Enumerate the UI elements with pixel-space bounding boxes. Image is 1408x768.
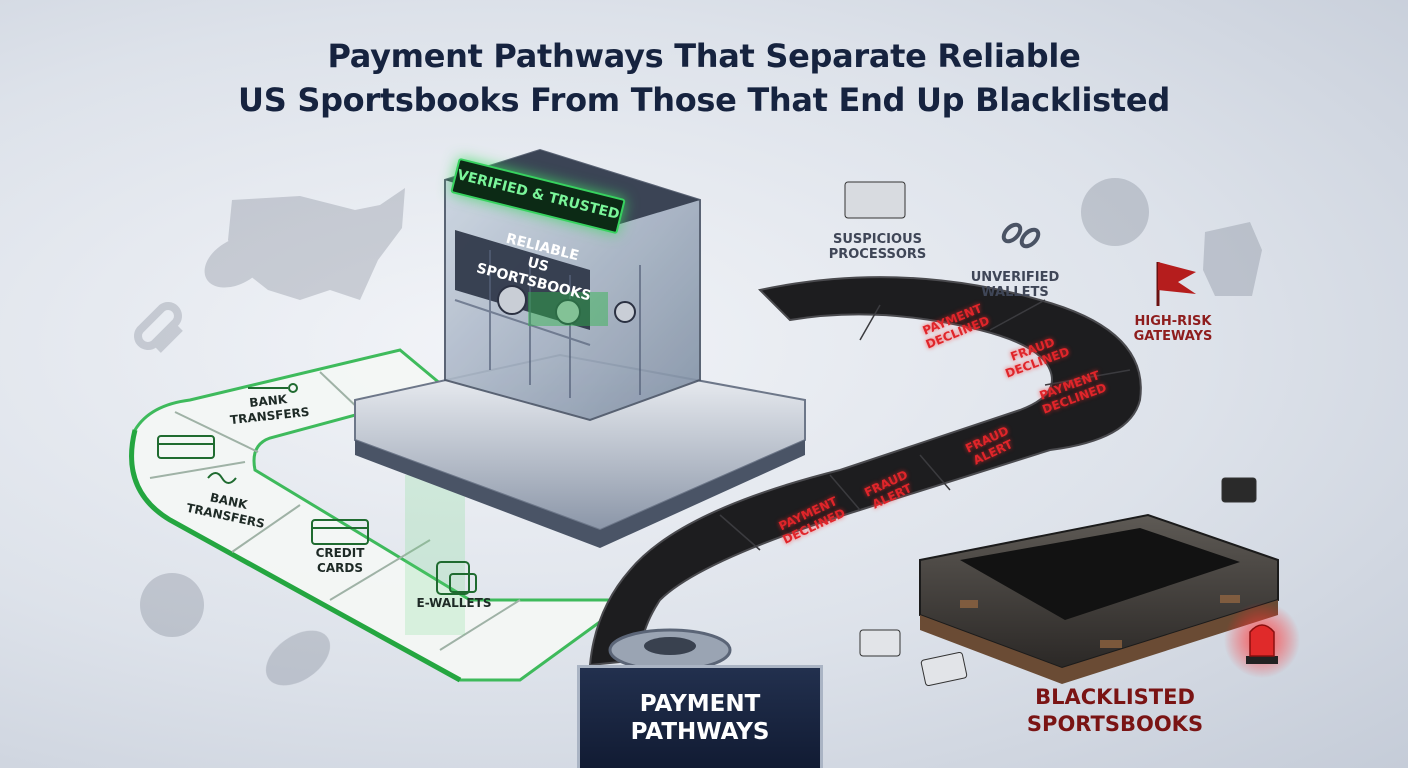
basketball-icon: [1081, 178, 1149, 246]
blacklist-pit: [859, 477, 1300, 687]
blacklisted-line-2: SPORTSBOOKS: [1026, 712, 1204, 736]
payment-pathways-label: PAYMENT PATHWAYS: [630, 691, 770, 745]
us-map-icon: [228, 188, 405, 300]
football-icon-2: [265, 630, 331, 686]
red-flag-icon: [1156, 262, 1196, 306]
broken-card-icon-2: [859, 477, 1257, 687]
path-tile-credit-cards: CREDIT CARDS: [315, 546, 365, 575]
high-risk-gateways-label: HIGH-RISK GATEWAYS: [1133, 314, 1213, 344]
e-wallet-icon: [436, 561, 477, 595]
siren-icon: [1246, 624, 1278, 664]
broken-chain-icon: [1001, 222, 1041, 249]
state-map-icon: [1203, 222, 1262, 296]
hub-pipe: [608, 628, 732, 672]
payment-pathways-hub: PAYMENT PATHWAYS: [577, 665, 823, 768]
broken-card-icon: [844, 181, 906, 219]
blacklisted-sportsbooks-label: BLACKLISTED SPORTSBOOKS: [1000, 684, 1230, 738]
title-line-2: US Sportsbooks From Those That End Up Bl…: [238, 81, 1170, 119]
background-decor: [134, 178, 1262, 686]
path-tile-e-wallets: E-WALLETS: [416, 596, 492, 610]
title-line-1: Payment Pathways That Separate Reliable: [327, 37, 1081, 75]
bank-transfer-icon-2: [207, 472, 237, 484]
helmet-icon: [140, 573, 204, 637]
reliable-sportsbooks-building: [354, 148, 806, 548]
blacklisted-line-1: BLACKLISTED: [1035, 685, 1195, 709]
green-path: [129, 348, 635, 683]
bank-transfer-icon: [248, 383, 298, 393]
gear-icon: [497, 285, 636, 325]
chain-link-icon: [134, 302, 183, 353]
credit-card-icon: [157, 435, 215, 459]
suspicious-processors-label: SUSPICIOUS PROCESSORS: [828, 232, 927, 262]
football-icon: [204, 236, 268, 288]
unverified-wallets-label: UNVERIFIED WALLETS: [970, 270, 1060, 300]
credit-card-icon-2: [311, 519, 369, 545]
page-title: Payment Pathways That Separate Reliable …: [0, 34, 1408, 122]
